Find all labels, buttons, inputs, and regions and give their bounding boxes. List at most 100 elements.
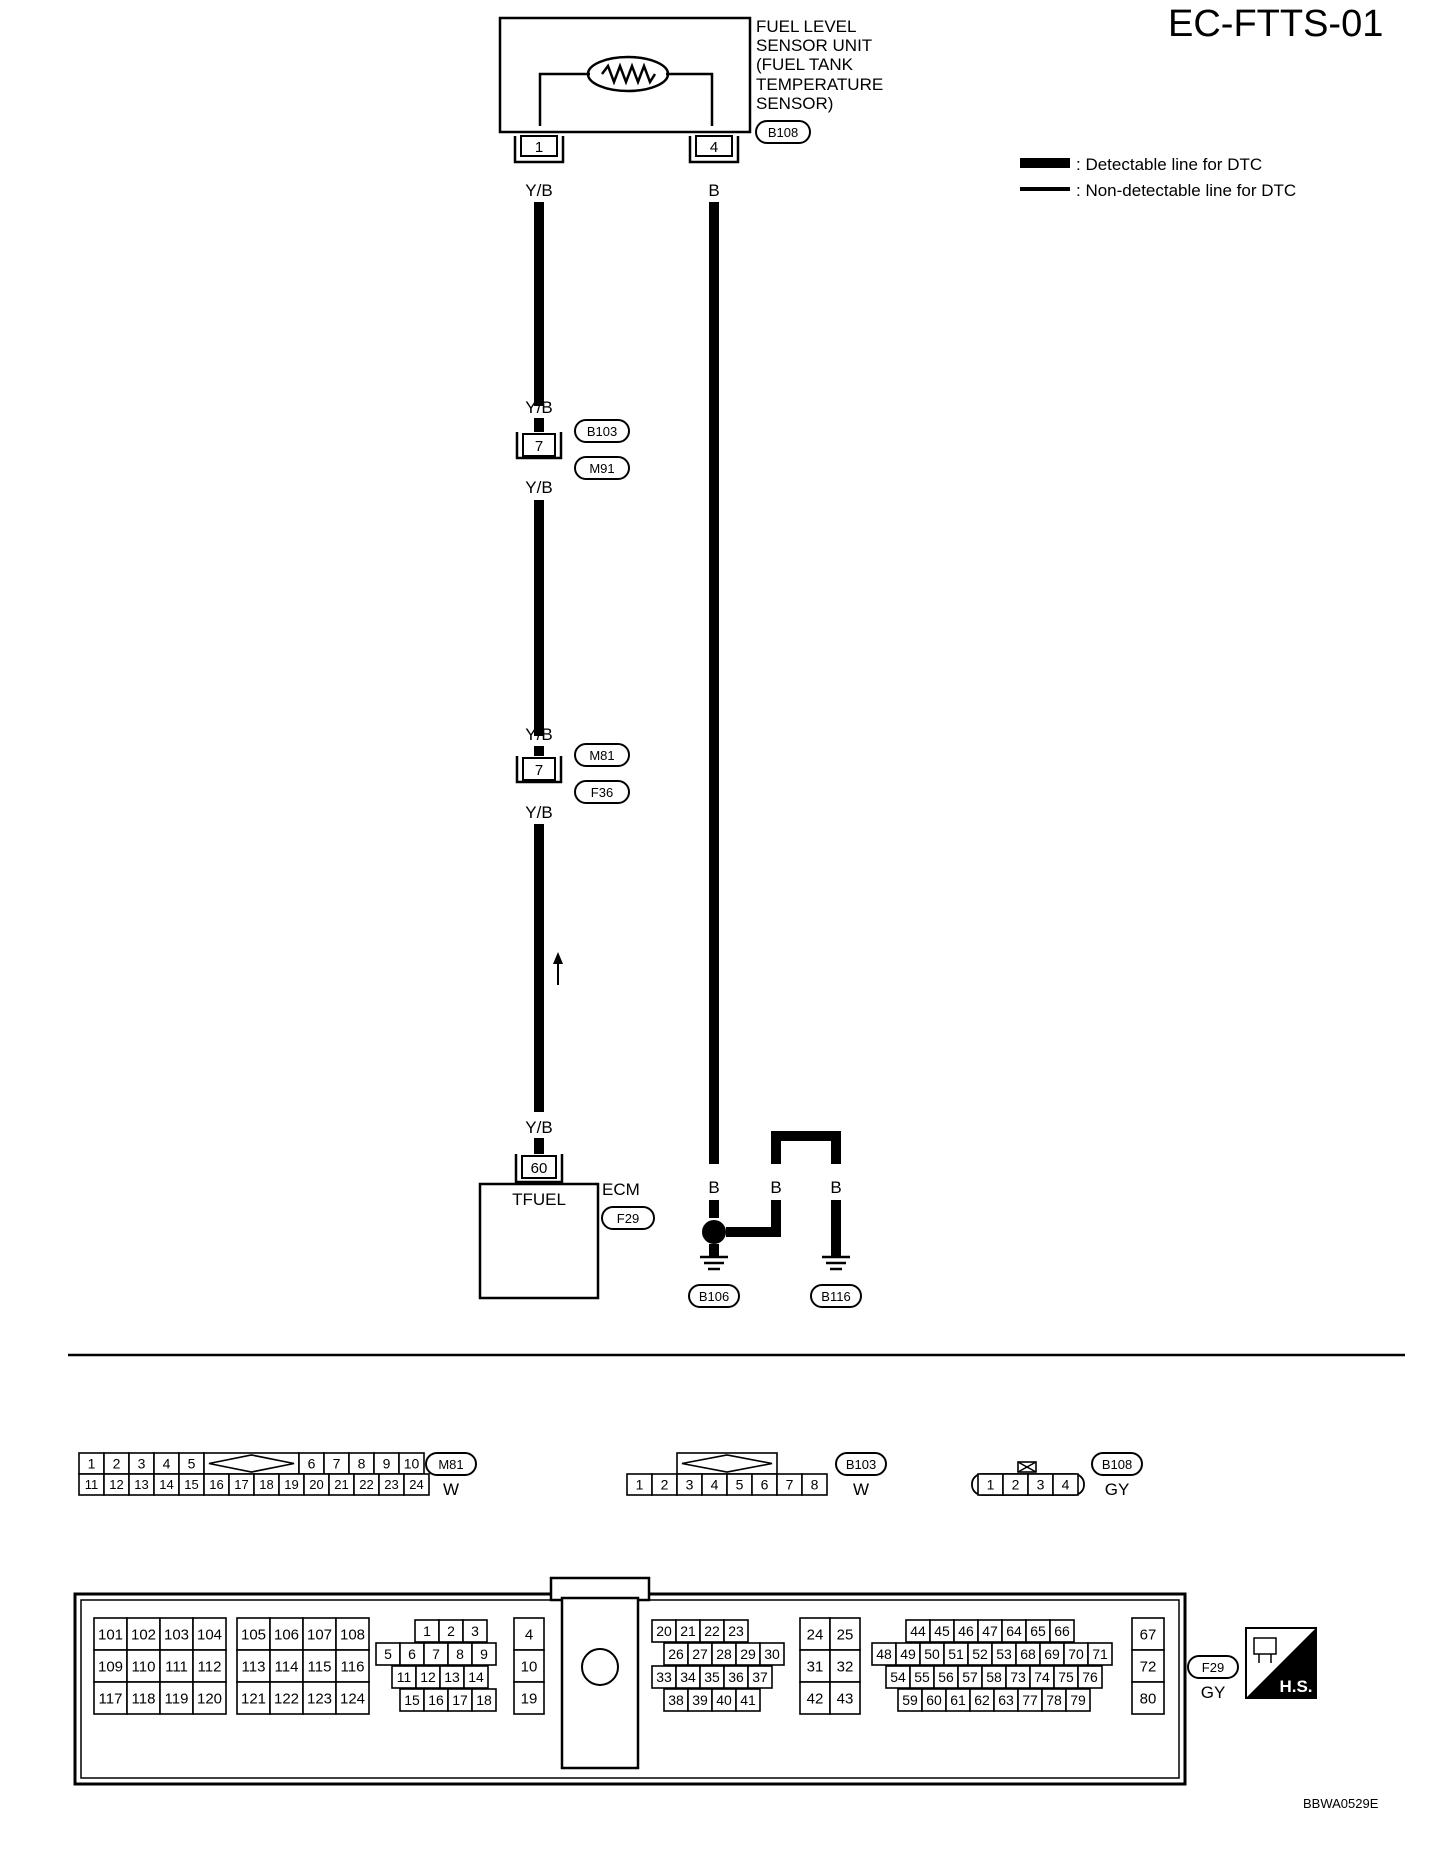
connector-tag-f29: F29 xyxy=(1187,1655,1239,1679)
figure-id: BBWA0529E xyxy=(1303,1796,1379,1811)
connector-pin-cell: 108 xyxy=(335,1617,370,1651)
connector-pin-cell: 43 xyxy=(829,1681,861,1715)
svg-text:M91: M91 xyxy=(589,461,614,476)
connector-pin-cell: 79 xyxy=(1065,1688,1091,1712)
pin-number: 55 xyxy=(914,1669,930,1685)
connector-tag-b103: B103 xyxy=(835,1452,887,1476)
connector-pin-cell: 62 xyxy=(969,1688,995,1712)
connector-pin-cell: 40 xyxy=(711,1688,737,1712)
pin-number: 16 xyxy=(209,1477,223,1492)
connector-pin-cell: 75 xyxy=(1053,1665,1079,1689)
pin-number: 34 xyxy=(680,1669,696,1685)
pin-number: 23 xyxy=(384,1477,398,1492)
connector-pin-cell: 2 xyxy=(651,1473,678,1496)
pin-number: 49 xyxy=(900,1646,916,1662)
connector-pin-cell: 11 xyxy=(391,1665,417,1689)
pin-number: 33 xyxy=(656,1669,672,1685)
connector-pin-cell: 122 xyxy=(269,1681,304,1715)
connector-pin-cell: 103 xyxy=(159,1617,194,1651)
connector-pin-cell: 20 xyxy=(651,1619,677,1643)
connector-pin-cell: 18 xyxy=(253,1473,280,1496)
connector-pin-cell: 13 xyxy=(128,1473,155,1496)
pin-number: 122 xyxy=(274,1690,299,1707)
pin-number: 25 xyxy=(837,1626,854,1643)
connector-pin-cell: 36 xyxy=(723,1665,749,1689)
connector-pin-cell: 15 xyxy=(399,1688,425,1712)
connector-pin-cell: 7 xyxy=(323,1452,350,1475)
connector-pin-cell: 113 xyxy=(236,1649,271,1683)
wire-color-b-3: B xyxy=(770,1178,781,1197)
pin-number: 80 xyxy=(1140,1690,1157,1707)
pin-number: 16 xyxy=(428,1692,444,1708)
pin-number: 22 xyxy=(359,1477,373,1492)
legend-detectable-label: : Detectable line for DTC xyxy=(1076,155,1262,174)
connector-pin-cell: 1 xyxy=(626,1473,653,1496)
thermistor-symbol xyxy=(586,55,670,93)
pin-number: 1 xyxy=(88,1456,96,1472)
connector-pin-cell: 49 xyxy=(895,1642,921,1666)
connector-pin-cell: 3 xyxy=(1027,1473,1054,1496)
pin-number: 10 xyxy=(404,1456,420,1472)
pin-number: 124 xyxy=(340,1690,365,1707)
pin-number: 3 xyxy=(471,1623,479,1639)
pin-number: 101 xyxy=(98,1626,123,1643)
ground-b116-icon: B116 xyxy=(810,1255,862,1308)
connector-pin-cell: 3 xyxy=(462,1619,488,1643)
connector-pin-cell: 1 xyxy=(78,1452,105,1475)
ecm-unit: 60 TFUEL ECM F29 xyxy=(478,1154,655,1300)
connector-pin-cell: 53 xyxy=(991,1642,1017,1666)
sensor-name: FUEL LEVEL SENSOR UNIT (FUEL TANK TEMPER… xyxy=(756,17,883,113)
pin-number: 110 xyxy=(132,1658,156,1675)
connector-pin-cell: 116 xyxy=(335,1649,370,1683)
connector-pin-cell: 5 xyxy=(726,1473,753,1496)
connector-pin-cell: 111 xyxy=(159,1649,194,1683)
pin-number: 13 xyxy=(444,1669,460,1685)
connector-pin-cell: 32 xyxy=(829,1649,861,1683)
svg-text:B103: B103 xyxy=(587,424,617,439)
ecm-label: ECM xyxy=(602,1180,640,1199)
connector-pin-cell: 26 xyxy=(663,1642,689,1666)
pin-number: 19 xyxy=(521,1690,538,1707)
connector-pin-cell: 121 xyxy=(236,1681,271,1715)
pin-number: 106 xyxy=(274,1626,299,1643)
pin-number: 68 xyxy=(1020,1646,1036,1662)
pin-number: 11 xyxy=(85,1477,99,1492)
pin-number: 3 xyxy=(1037,1477,1045,1493)
connector-pin-cell: 4 xyxy=(513,1617,545,1651)
pin-number: 60 xyxy=(926,1692,942,1708)
connector-pin-cell: 44 xyxy=(905,1619,931,1643)
pin-number: 31 xyxy=(807,1658,824,1675)
connector-pin-cell: 120 xyxy=(192,1681,227,1715)
connector-color-b103: W xyxy=(853,1480,869,1499)
pin-number: 73 xyxy=(1010,1669,1026,1685)
pin-number: 24 xyxy=(807,1626,824,1643)
connector-pin-cell: 71 xyxy=(1087,1642,1113,1666)
pin-number: 115 xyxy=(308,1658,332,1675)
pin-number: 58 xyxy=(986,1669,1002,1685)
connector-pin-cell: 3 xyxy=(676,1473,703,1496)
wire-color-b-4: B xyxy=(830,1178,841,1197)
pin-number: 4 xyxy=(525,1626,533,1643)
pin-number: 2 xyxy=(113,1456,121,1472)
pin-number: 104 xyxy=(197,1626,222,1643)
pin-number: 3 xyxy=(686,1477,694,1493)
pin-number: 13 xyxy=(134,1477,148,1492)
wire-color-yb-5: Y/B xyxy=(525,803,552,822)
pin-number: 43 xyxy=(837,1690,854,1707)
pin-number: 117 xyxy=(99,1690,123,1707)
connector-pin-cell: 76 xyxy=(1077,1665,1103,1689)
connector-pin-cell: 25 xyxy=(829,1617,861,1651)
connector-pin-cell: 2 xyxy=(438,1619,464,1643)
pin-number: 63 xyxy=(998,1692,1014,1708)
pin-number: 114 xyxy=(275,1658,299,1675)
pin-number: 74 xyxy=(1034,1669,1050,1685)
pin-number: 28 xyxy=(716,1646,732,1662)
connector-pin-cell: 58 xyxy=(981,1665,1007,1689)
connector-pin-cell: 4 xyxy=(1052,1473,1079,1496)
pin-number: 32 xyxy=(837,1658,854,1675)
pin-number: 14 xyxy=(468,1669,484,1685)
pin-number: 57 xyxy=(962,1669,978,1685)
ecm-connector-tag: F29 xyxy=(617,1211,639,1226)
connector-pin-cell: 55 xyxy=(909,1665,935,1689)
